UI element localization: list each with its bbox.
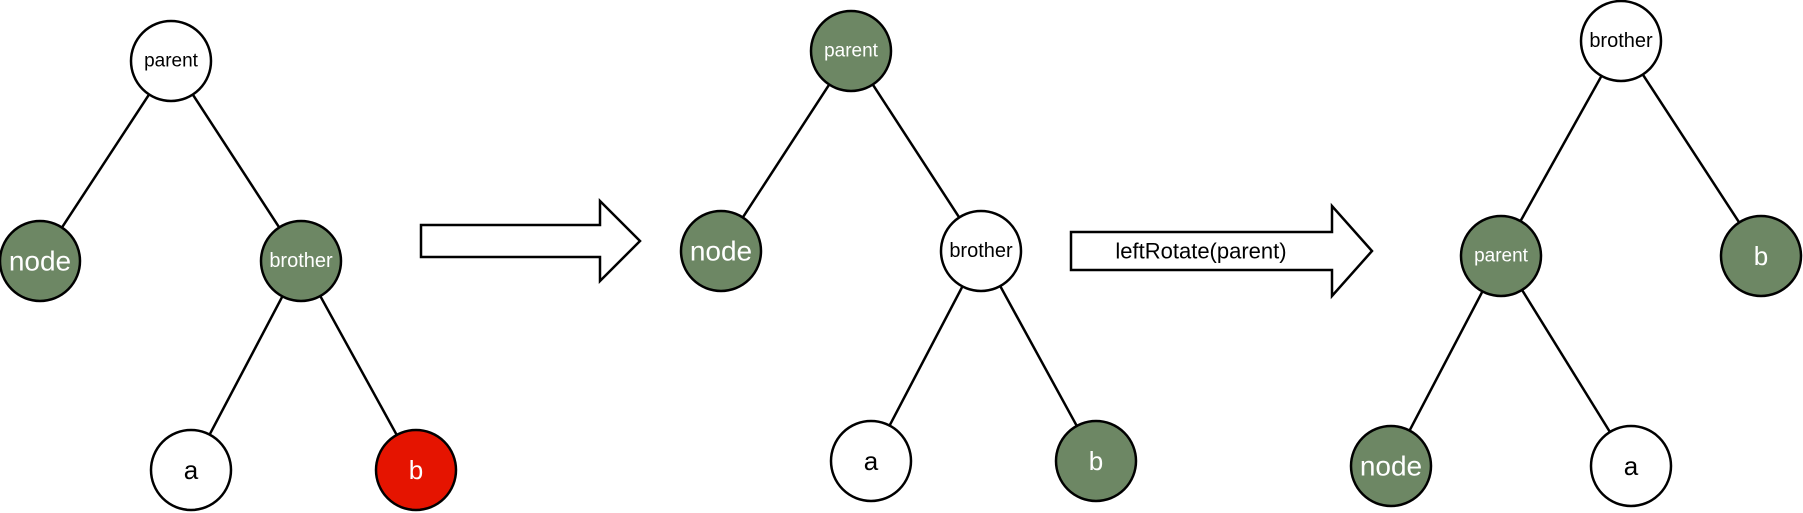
tree-1-node-parent-circle (129, 19, 213, 103)
tree-3-edge-parent-a (1520, 289, 1612, 433)
tree-1-node-brother: brother (259, 219, 343, 303)
tree-3-node-brother: brother (1579, 0, 1663, 83)
tree-3-node-node: node (1349, 424, 1433, 508)
transition-arrow-1-shape (419, 197, 642, 285)
tree-2-node-a: a (829, 419, 913, 503)
tree-2-node-node-label: node (690, 236, 752, 267)
tree-2-node-parent-circle (809, 9, 893, 93)
tree-2-node-a-label: a (864, 446, 879, 476)
tree-1-edge-brother-a (208, 295, 284, 436)
tree-1-node-brother-label: brother (269, 250, 333, 272)
tree-2-edge-parent-node (741, 83, 831, 219)
tree-1-node-a: a (149, 428, 233, 512)
tree-1-edge-brother-b (319, 295, 398, 436)
transition-arrow-2: leftRotate(parent) (1069, 202, 1374, 300)
tree-1-node-parent: parent (129, 19, 213, 103)
tree-3-node-b-circle (1719, 214, 1803, 298)
tree-3-edge-brother-b (1641, 73, 1741, 224)
tree-3-node-parent-label: parent (1474, 246, 1529, 267)
tree-1-node-b: b (374, 428, 458, 512)
tree-2-node-brother-label: brother (949, 240, 1013, 262)
tree-3-node-a-label: a (1624, 451, 1639, 481)
tree-2-node-brother: brother (939, 209, 1023, 293)
tree-3-node-b: b (1719, 214, 1803, 298)
tree-1-node-parent-label: parent (144, 51, 199, 72)
tree-2-node-brother-circle (939, 209, 1023, 293)
tree-2-edge-parent-brother (871, 83, 961, 219)
tree-2-node-a-circle (829, 419, 913, 503)
tree-1-node-a-label: a (184, 455, 199, 485)
tree-3-node-node-circle (1349, 424, 1433, 508)
tree-1-node-node-circle (0, 219, 82, 303)
tree-1-node-node-label: node (9, 246, 71, 277)
tree-3-edge-parent-node (1408, 290, 1484, 432)
tree-3-node-parent-circle (1459, 214, 1543, 298)
tree-3-node-node-label: node (1360, 451, 1422, 482)
tree-1-node-brother-circle (259, 219, 343, 303)
tree-3-node-brother-circle (1579, 0, 1663, 83)
tree-3-node-a: a (1589, 424, 1673, 508)
edges-layer (60, 73, 1741, 436)
tree-1-edge-parent-node (60, 93, 151, 229)
transition-arrow-2-shape (1069, 202, 1374, 300)
tree-1-node-a-circle (149, 428, 233, 512)
tree-1-edge-parent-brother (191, 93, 281, 229)
tree-2-edge-brother-b (999, 285, 1078, 427)
tree-3-edge-brother-parent (1519, 75, 1603, 222)
tree-1-node-b-label: b (409, 455, 423, 485)
transition-arrow-2-label: leftRotate(parent) (1115, 239, 1286, 264)
tree-2-node-parent-label: parent (824, 41, 879, 62)
tree-2-node-b-circle (1054, 419, 1138, 503)
tree-2-node-b-label: b (1089, 446, 1103, 476)
tree-3-node-brother-label: brother (1589, 30, 1653, 52)
tree-3-node-a-circle (1589, 424, 1673, 508)
tree-3-node-b-label: b (1754, 241, 1768, 271)
tree-2-node-node: node (679, 209, 763, 293)
tree-2-node-node-circle (679, 209, 763, 293)
tree-1-node-b-circle (374, 428, 458, 512)
tree-1-node-node: node (0, 219, 82, 303)
arrows-layer: leftRotate(parent) (419, 197, 1374, 300)
tree-3-node-parent: parent (1459, 214, 1543, 298)
transition-arrow-1 (419, 197, 642, 285)
tree-2-edge-brother-a (888, 285, 964, 427)
tree-2-node-parent: parent (809, 9, 893, 93)
tree-2-node-b: b (1054, 419, 1138, 503)
